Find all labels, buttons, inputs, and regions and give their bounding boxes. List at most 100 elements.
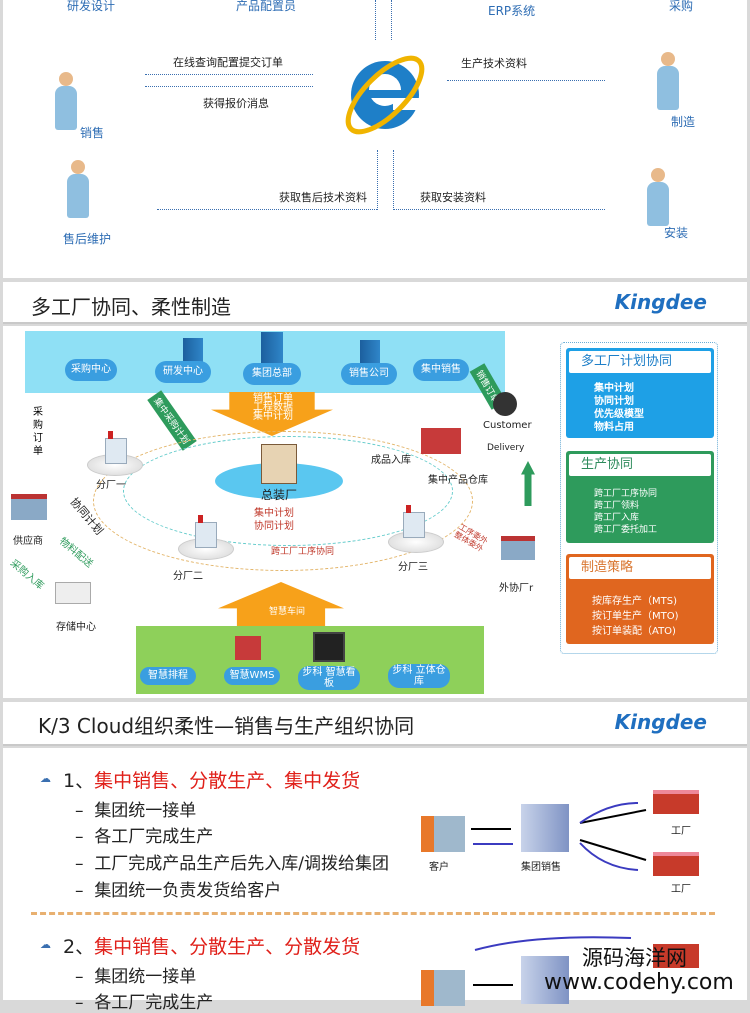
panel-item: 按订单装配（ATO) (592, 626, 676, 637)
node-central-sales: 集中销售 (413, 359, 469, 381)
bullet-icon: ☁ (40, 938, 51, 951)
text: 集中计划 (253, 411, 293, 422)
arrow-right (473, 984, 513, 986)
label-sales: 销售 (80, 126, 105, 140)
text: 销售订单 (253, 393, 293, 404)
container-icon (235, 636, 261, 660)
label-assembly: 总装厂 (261, 488, 298, 502)
purchase-order-label: 采购订单 (33, 407, 43, 457)
panel-strategy: 制造策略 按库存生产（MTS) 按订单生产（MTO) 按订单装配（ATO) (566, 554, 714, 644)
label-rd: 研发设计 (67, 0, 116, 13)
section-2-heading: 2、集中销售、分散生产、分散发货 (63, 932, 360, 959)
bullet-icon: ☁ (40, 772, 51, 785)
text: 各工厂完成生产 (94, 827, 214, 847)
section-number: 1、 (63, 770, 95, 792)
arrow-left (473, 843, 513, 845)
section-number: 2、 (63, 936, 95, 958)
list-item: – 各工厂完成生产 (75, 827, 214, 847)
node-purchase-center: 采购中心 (65, 359, 117, 381)
arrow-right (393, 209, 605, 210)
arrow-right (145, 86, 313, 87)
label-outsource: 外协厂r (499, 583, 534, 594)
slide-3: ☁ 1、集中销售、分散生产、集中发货 – 集团统一接单 – 各工厂完成生产 – … (3, 748, 747, 1013)
panel-title: 制造策略 (569, 557, 711, 579)
label-finished-in: 成品入库 (371, 455, 411, 466)
connector (393, 150, 394, 210)
label-factory: 工厂 (671, 884, 691, 895)
storage-icon (55, 582, 91, 604)
outer-ellipse (93, 431, 473, 571)
arrow-label-after-tech: 获取售后技术资料 (279, 191, 367, 204)
label-after-sales: 售后维护 (63, 232, 112, 246)
label-smart-workshop: 智慧车间 (269, 607, 306, 617)
list-item: – 集团统一负责发货给客户 (75, 881, 282, 901)
connector (391, 0, 392, 40)
text: 工厂完成产品生产后先入库/调拨给集团 (94, 854, 390, 874)
node-smart-board: 步科 智慧看板 (298, 666, 360, 690)
kingdee-logo: Kingdee (614, 710, 707, 734)
panel-title: 生产协同 (569, 454, 711, 476)
node-warehouse: 步科 立体仓库 (388, 664, 450, 688)
factory-icon (195, 515, 217, 548)
panel-item: 优先级模型 (594, 409, 644, 420)
page-title: K/3 Cloud组织柔性—销售与生产组织协同 (38, 714, 415, 738)
panel-item: 协同计划 (594, 396, 634, 407)
customer-building-icon (421, 970, 465, 1006)
arrow-right (447, 80, 605, 81)
panel-item: 跨工厂领料 (594, 501, 640, 511)
arrow-right (471, 828, 511, 830)
section-title: 集中销售、分散生产、集中发货 (94, 770, 361, 792)
label-supplier: 供应商 (13, 536, 43, 547)
panel-item: 按库存生产（MTS) (592, 596, 677, 607)
label-outsource-type: 工序委外整体委外 (453, 522, 490, 554)
page-title: 多工厂协同、柔性制造 (31, 295, 231, 319)
panel-production: 生产协同 跨工厂工序协同 跨工厂领料 跨工厂入库 跨工厂委托加工 (566, 451, 714, 543)
panel-multi-plant: 多工厂计划协同 集中计划 协同计划 优先级模型 物料占用 (566, 348, 714, 438)
list-item: – 各工厂完成生产 (75, 993, 214, 1013)
arrow-left (157, 209, 377, 210)
customer-icon (493, 392, 517, 416)
text: 集团统一负责发货给客户 (94, 881, 282, 901)
section-title: 集中销售、分散生产、分散发货 (94, 936, 361, 958)
connector (375, 0, 376, 40)
label-purchase: 采购 (669, 0, 694, 13)
building-icon (360, 340, 380, 368)
section-1-heading: 1、集中销售、分散生产、集中发货 (63, 766, 360, 793)
sales-person-icon (41, 72, 91, 132)
factory-arrows (579, 802, 647, 871)
label-central-warehouse: 集中产品仓库 (428, 475, 488, 486)
factory-icon (105, 431, 127, 464)
down-arrow-text: 销售订单工程数据集中计划 (253, 393, 293, 422)
panel-item: 集中计划 (594, 383, 634, 394)
label-delivery: Delivery (487, 443, 525, 453)
node-hq: 集团总部 (243, 363, 301, 385)
factory-icon (653, 944, 699, 968)
internet-explorer-icon (333, 40, 433, 140)
label-customer: Customer (483, 420, 532, 431)
install-icon (633, 168, 683, 228)
factory-icon (653, 790, 699, 814)
label-manufacture: 制造 (671, 115, 696, 129)
label-group-sales: 集团销售 (521, 862, 561, 873)
store-icon (501, 536, 535, 560)
list-item: – 集团统一接单 (75, 967, 197, 987)
label-factory-2: 分厂二 (173, 571, 203, 582)
label-factory-1: 分厂一 (96, 480, 126, 491)
after-sales-icon (53, 160, 103, 220)
text: 集团统一接单 (94, 967, 197, 987)
board-icon (313, 632, 345, 662)
up-arrow (521, 461, 535, 506)
factory-icon (653, 852, 699, 876)
slide-1: 研发设计 产品配置员 ERP系统 采购 销售 制造 售后维护 安装 在线查询配置… (3, 0, 747, 278)
group-building-icon (521, 804, 569, 852)
panels-container (560, 342, 718, 654)
slide-3-header: K/3 Cloud组织柔性—销售与生产组织协同 Kingdee (3, 702, 747, 746)
text: 工程数据 (253, 402, 293, 413)
panel-item: 跨工厂工序协同 (594, 489, 658, 499)
arrow-curve (474, 936, 632, 951)
label-erp: ERP系统 (488, 4, 536, 18)
customer-building-icon (421, 816, 465, 852)
factory-icon (261, 444, 297, 484)
center-plan-1: 集中计划 (254, 508, 294, 519)
watermark-url: www.codehy.com (544, 970, 734, 995)
